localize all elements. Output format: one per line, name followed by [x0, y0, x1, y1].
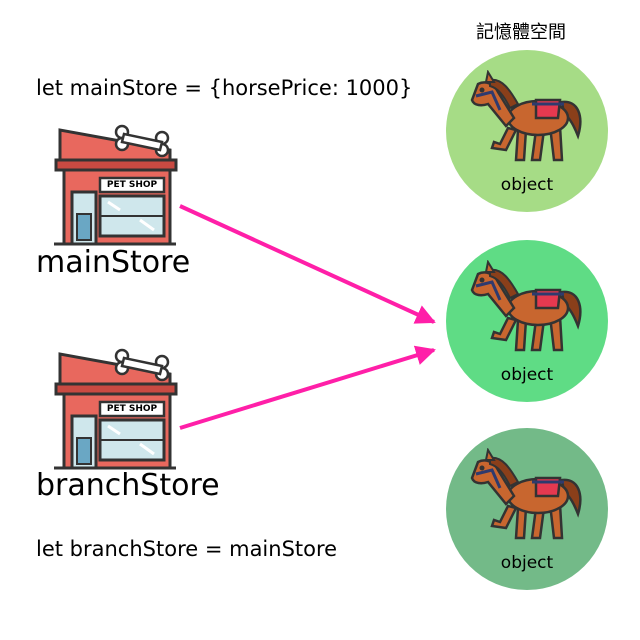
memory-object-2-label: object [500, 365, 554, 385]
main-store-reference-arrow [179, 204, 436, 324]
branch-store-sign: PET SHOP [106, 404, 158, 414]
main-store-sign: PET SHOP [106, 180, 158, 190]
memory-object-1: object [446, 50, 608, 212]
memory-object-2: object [446, 240, 608, 402]
main-store-label: mainStore [36, 245, 191, 280]
branch-store-shop-icon: PET SHOP [50, 346, 180, 476]
branch-store-declaration: let branchStore = mainStore [36, 537, 338, 561]
memory-object-3: object [446, 428, 608, 590]
branch-store-reference-arrow [179, 345, 436, 430]
branch-store-label: branchStore [36, 468, 220, 503]
main-store-shop-icon: PET SHOP [50, 122, 180, 252]
memory-object-1-label: object [500, 175, 554, 195]
memory-space-title: 記憶體空間 [476, 22, 566, 43]
memory-object-3-label: object [500, 553, 554, 573]
main-store-declaration: let mainStore = {horsePrice: 1000} [36, 76, 413, 100]
